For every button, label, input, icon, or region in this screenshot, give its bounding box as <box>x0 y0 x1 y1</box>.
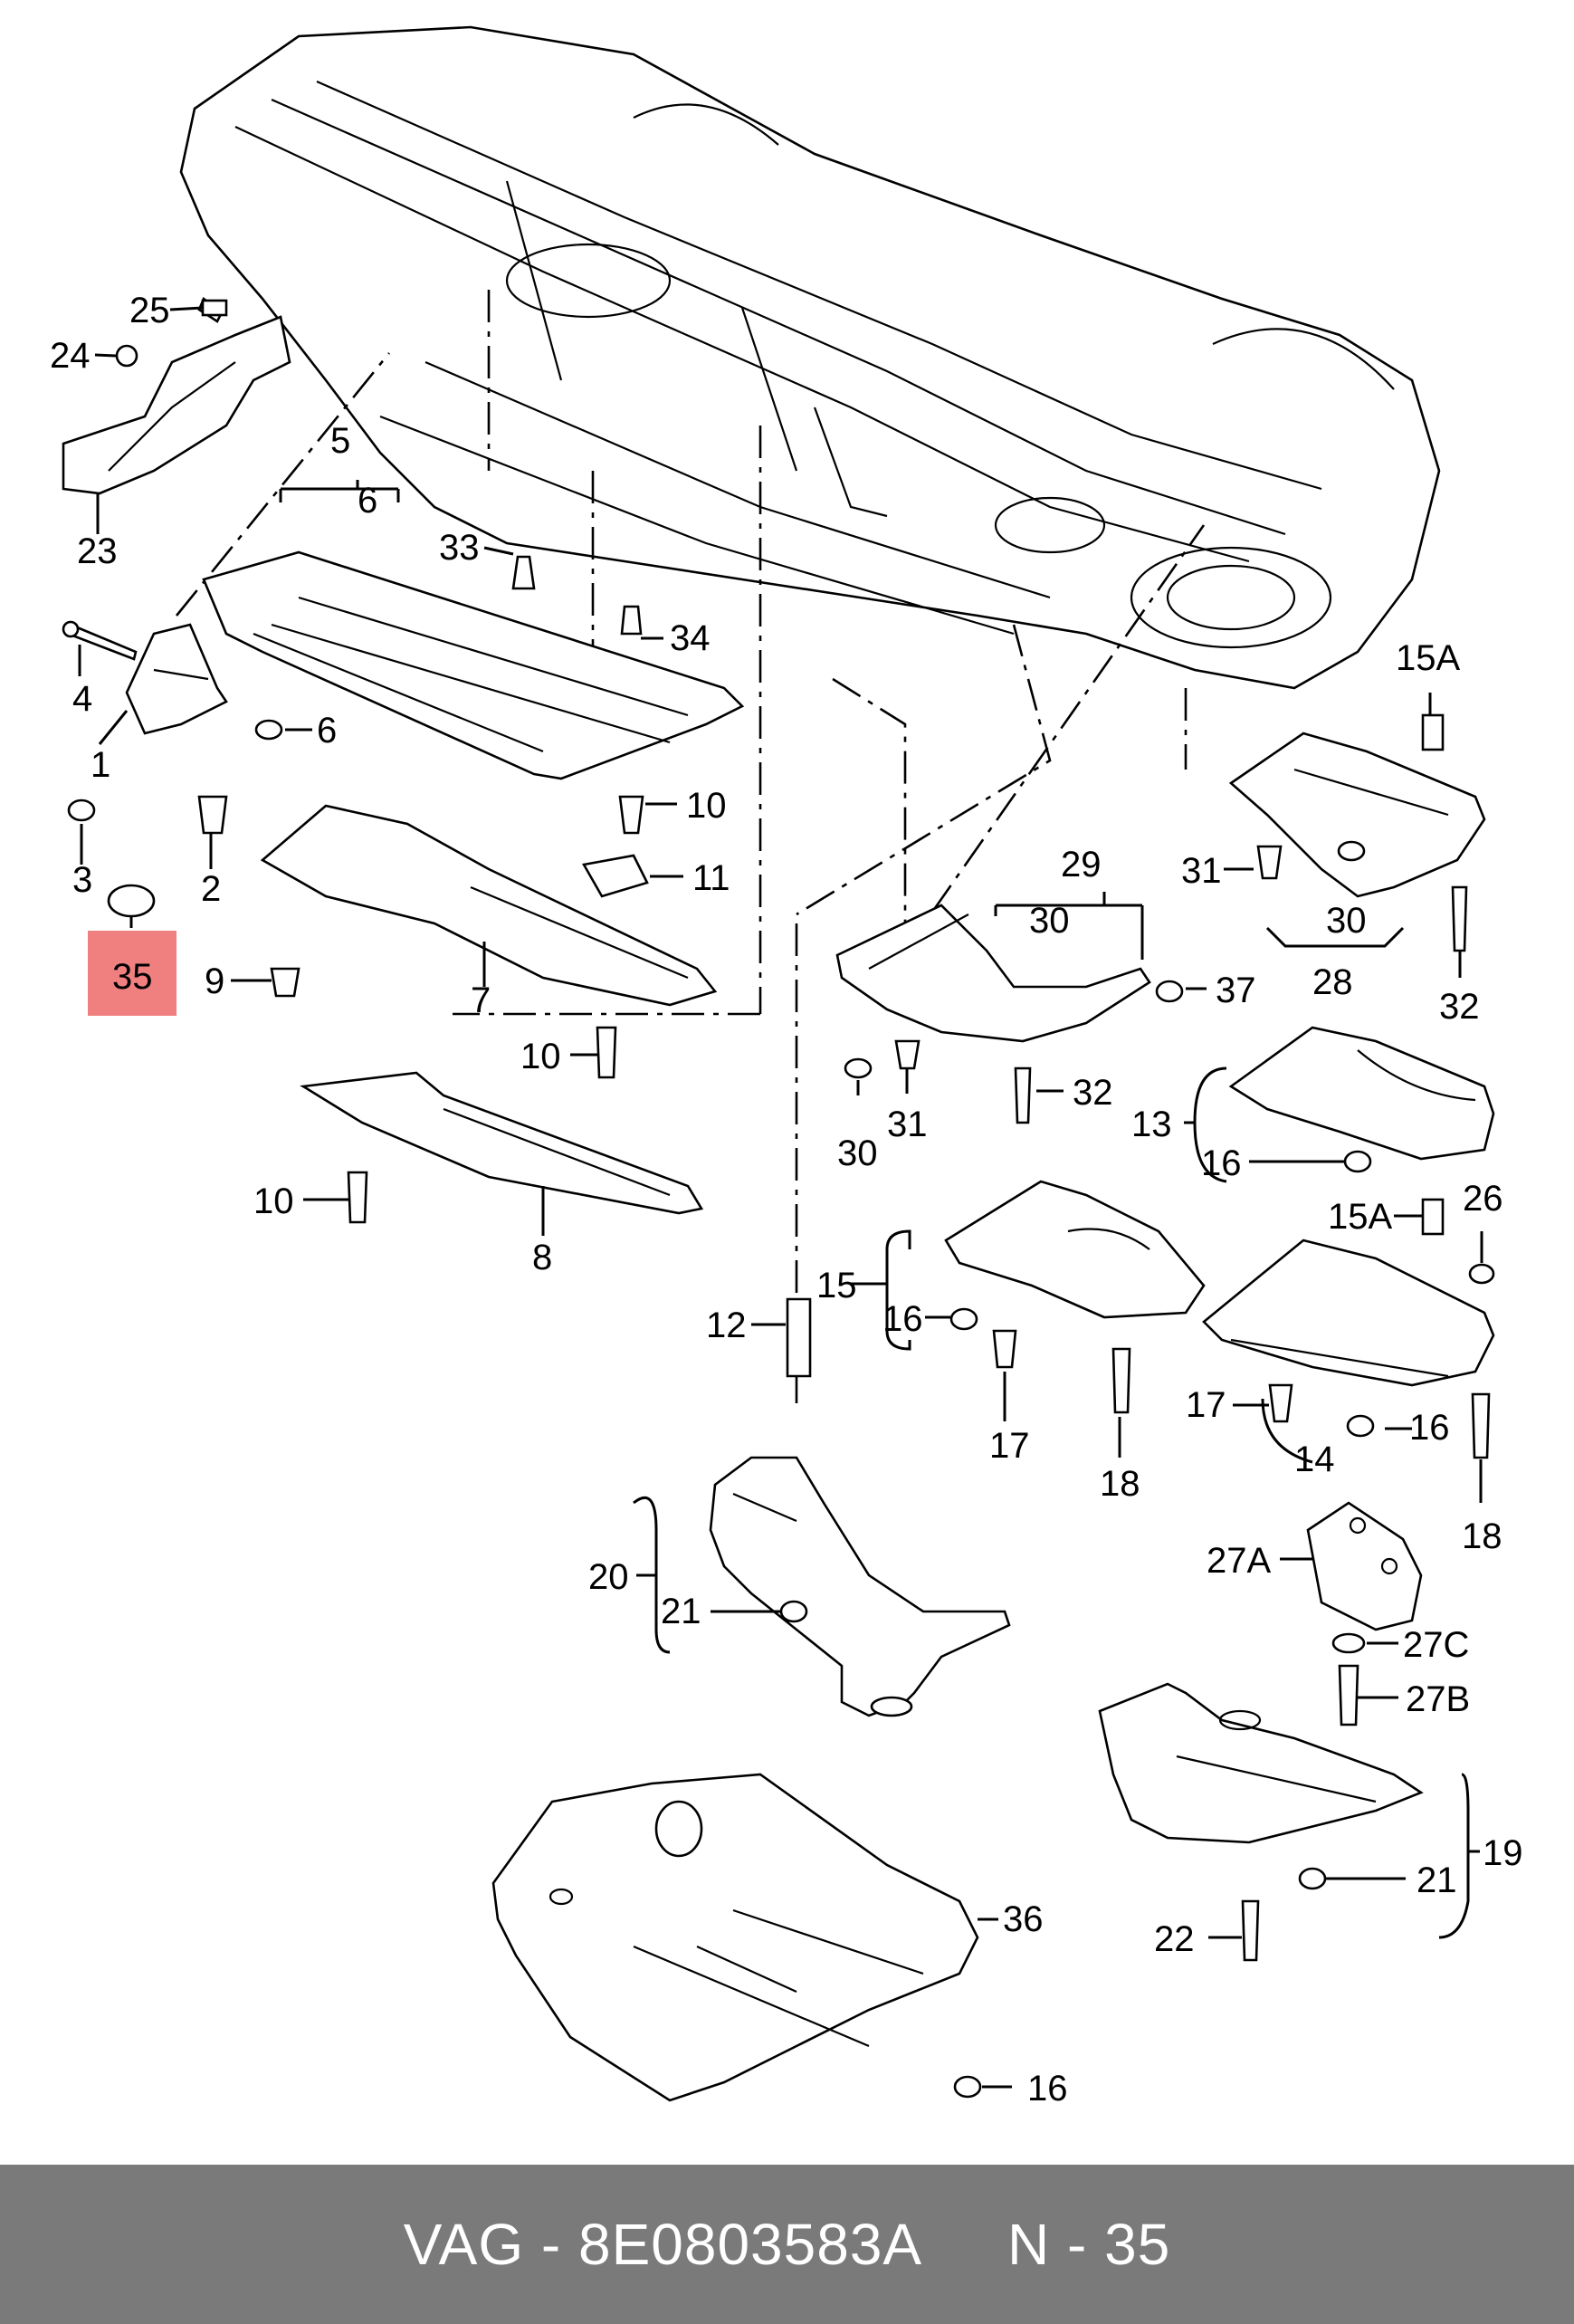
callout-22: 22 <box>1154 1919 1195 1959</box>
callout-15a-top: 15A <box>1396 638 1460 678</box>
footer-part-number: 8E0803583A <box>577 2212 923 2277</box>
callout-24: 24 <box>50 336 91 376</box>
callout-27a: 27A <box>1207 1541 1271 1581</box>
callout-9: 9 <box>205 961 224 1001</box>
callout-30-a: 30 <box>1029 901 1070 941</box>
callout-36: 36 <box>1003 1899 1044 1939</box>
callout-26: 26 <box>1463 1179 1503 1219</box>
footer-gap <box>922 2211 1007 2278</box>
vehicle-body-underside <box>179 25 1441 690</box>
callout-23: 23 <box>77 531 118 571</box>
callout-5: 5 <box>330 421 350 461</box>
grommet-35 <box>107 884 156 918</box>
callout-4: 4 <box>72 679 92 719</box>
leader-lines <box>78 306 1483 2089</box>
part-13-panel <box>1228 1026 1495 1161</box>
callout-28: 28 <box>1312 962 1353 1002</box>
callout-32-b: 32 <box>1439 987 1480 1027</box>
callout-1: 1 <box>91 745 110 785</box>
fasteners <box>67 299 1495 2099</box>
part-7-panel <box>260 804 718 1007</box>
callout-12: 12 <box>706 1305 747 1345</box>
callout-19: 19 <box>1483 1833 1523 1873</box>
callout-20: 20 <box>588 1557 629 1597</box>
part-27a-bracket <box>1306 1501 1423 1631</box>
callout-6: 6 <box>317 711 337 751</box>
callout-10-a: 10 <box>686 786 727 826</box>
callout-37: 37 <box>1216 971 1256 1010</box>
part-20-bracket <box>709 1456 1011 1717</box>
part-15-panel <box>944 1180 1206 1319</box>
callout-3: 3 <box>72 860 92 900</box>
footer-separator: - <box>524 2212 578 2277</box>
callout-32-a: 32 <box>1073 1073 1113 1113</box>
callout-29: 29 <box>1061 845 1102 885</box>
part-1-bracket <box>125 623 228 735</box>
part-29-panel <box>835 904 1151 1043</box>
callout-11: 11 <box>692 858 730 898</box>
callout-17-a: 17 <box>989 1426 1030 1466</box>
part-36-shield <box>491 1773 979 2102</box>
part-11-clip <box>581 854 649 898</box>
callout-15: 15 <box>816 1266 857 1305</box>
callout-16-a: 16 <box>1201 1143 1242 1183</box>
guide-lines <box>175 290 1206 1403</box>
screw-4 <box>62 620 138 661</box>
callout-2: 2 <box>201 869 221 909</box>
parts-diagram: 25 24 23 5 6 33 34 6 4 1 3 2 35 9 7 10 1… <box>50 25 1523 2109</box>
callout-7: 7 <box>471 980 491 1020</box>
callout-6-top: 6 <box>358 481 377 521</box>
callout-16-c: 16 <box>1409 1408 1450 1448</box>
callout-31-b: 31 <box>887 1105 928 1144</box>
footer-brand: VAG <box>403 2212 525 2277</box>
callout-10-c: 10 <box>253 1181 294 1221</box>
part-8-panel <box>300 1071 704 1215</box>
footer-position: N - 35 <box>1007 2212 1171 2277</box>
part-14-panel <box>1202 1239 1495 1387</box>
callout-21-a: 21 <box>661 1592 701 1631</box>
callout-17-b: 17 <box>1186 1385 1226 1425</box>
part-28-panel <box>1228 732 1486 898</box>
callout-34: 34 <box>670 618 711 658</box>
callout-27b: 27B <box>1406 1679 1470 1719</box>
callout-33: 33 <box>439 528 480 568</box>
callout-15a-mid: 15A <box>1328 1197 1392 1237</box>
callout-18-a: 18 <box>1100 1464 1140 1504</box>
callout-18-b: 18 <box>1462 1516 1502 1556</box>
callout-30-b: 30 <box>837 1133 878 1173</box>
callout-16-d: 16 <box>1027 2069 1068 2109</box>
part-number-footer: VAG - 8E0803583A N - 35 <box>0 2165 1574 2324</box>
callout-10-b: 10 <box>520 1037 561 1076</box>
callout-8: 8 <box>532 1238 552 1277</box>
callout-13: 13 <box>1131 1105 1172 1144</box>
highlight-box-35 <box>88 931 176 1016</box>
callout-labels: 25 24 23 5 6 33 34 6 4 1 3 2 35 9 7 10 1… <box>50 291 1523 2109</box>
callout-31-a: 31 <box>1181 851 1222 891</box>
callout-21-b: 21 <box>1417 1860 1457 1900</box>
callout-25: 25 <box>129 291 170 330</box>
callout-14: 14 <box>1294 1439 1335 1479</box>
callout-30-c: 30 <box>1326 901 1367 941</box>
callout-27c: 27C <box>1403 1625 1469 1665</box>
part-23-bracket <box>62 296 291 495</box>
part-19-panel <box>1098 1682 1424 1844</box>
part-5-panel <box>202 550 745 780</box>
callout-16-b: 16 <box>882 1299 923 1339</box>
callout-35: 35 <box>112 957 153 997</box>
